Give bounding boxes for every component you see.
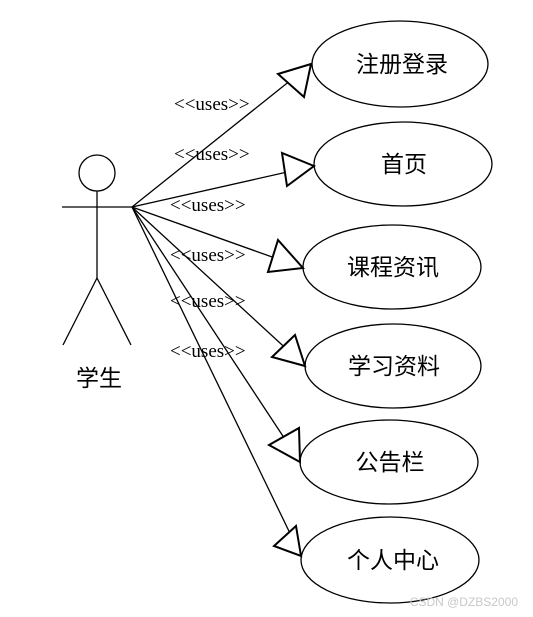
use-case-bulletin-board: 公告栏 xyxy=(299,419,479,505)
assoc-line-1 xyxy=(131,165,315,208)
use-case-label: 首页 xyxy=(381,152,427,178)
uses-label-3: <<uses>> xyxy=(170,245,246,266)
use-case-register-login: 注册登录 xyxy=(311,20,489,108)
use-case-personal-center: 个人中心 xyxy=(300,516,480,604)
arrowhead-2 xyxy=(266,238,306,274)
use-case-study-materials: 学习资料 xyxy=(304,323,482,409)
actor-label: 学生 xyxy=(76,366,122,392)
actor-head xyxy=(78,154,116,192)
uses-labels: <<uses>> <<uses>> <<uses>> <<uses>> <<us… xyxy=(170,94,250,362)
assoc-line-4 xyxy=(131,206,301,463)
arrowhead-5 xyxy=(272,524,303,558)
actor-student: 学生 xyxy=(62,154,132,392)
actor-left-leg xyxy=(62,277,98,346)
use-case-course-news: 课程资讯 xyxy=(302,224,482,310)
use-case-label: 注册登录 xyxy=(356,52,448,78)
uses-label-1: <<uses>> xyxy=(174,144,250,165)
uses-label-5: <<uses>> xyxy=(170,341,246,362)
uses-label-4: <<uses>> xyxy=(170,291,246,312)
assoc-line-3 xyxy=(131,206,306,367)
arrowhead-4 xyxy=(266,426,302,464)
use-case-label: 个人中心 xyxy=(347,548,439,574)
arrowheads xyxy=(266,62,317,558)
arrowhead-0 xyxy=(275,62,313,99)
arrowhead-1 xyxy=(280,151,317,188)
use-cases: 注册登录 首页 课程资讯 学习资料 公告栏 个人中心 xyxy=(299,20,493,604)
use-case-label: 学习资料 xyxy=(348,354,440,380)
watermark: CSDN @DZBS2000 xyxy=(410,595,519,609)
use-case-label: 公告栏 xyxy=(356,450,425,476)
use-case-label: 课程资讯 xyxy=(347,255,439,281)
assoc-line-0 xyxy=(131,63,312,208)
use-case-home: 首页 xyxy=(313,121,493,207)
arrowhead-3 xyxy=(270,333,307,368)
assoc-line-5 xyxy=(131,206,302,557)
uses-label-0: <<uses>> xyxy=(174,94,250,115)
actor-right-leg xyxy=(96,277,132,346)
association-lines xyxy=(131,63,315,557)
uses-label-2: <<uses>> xyxy=(170,195,246,216)
